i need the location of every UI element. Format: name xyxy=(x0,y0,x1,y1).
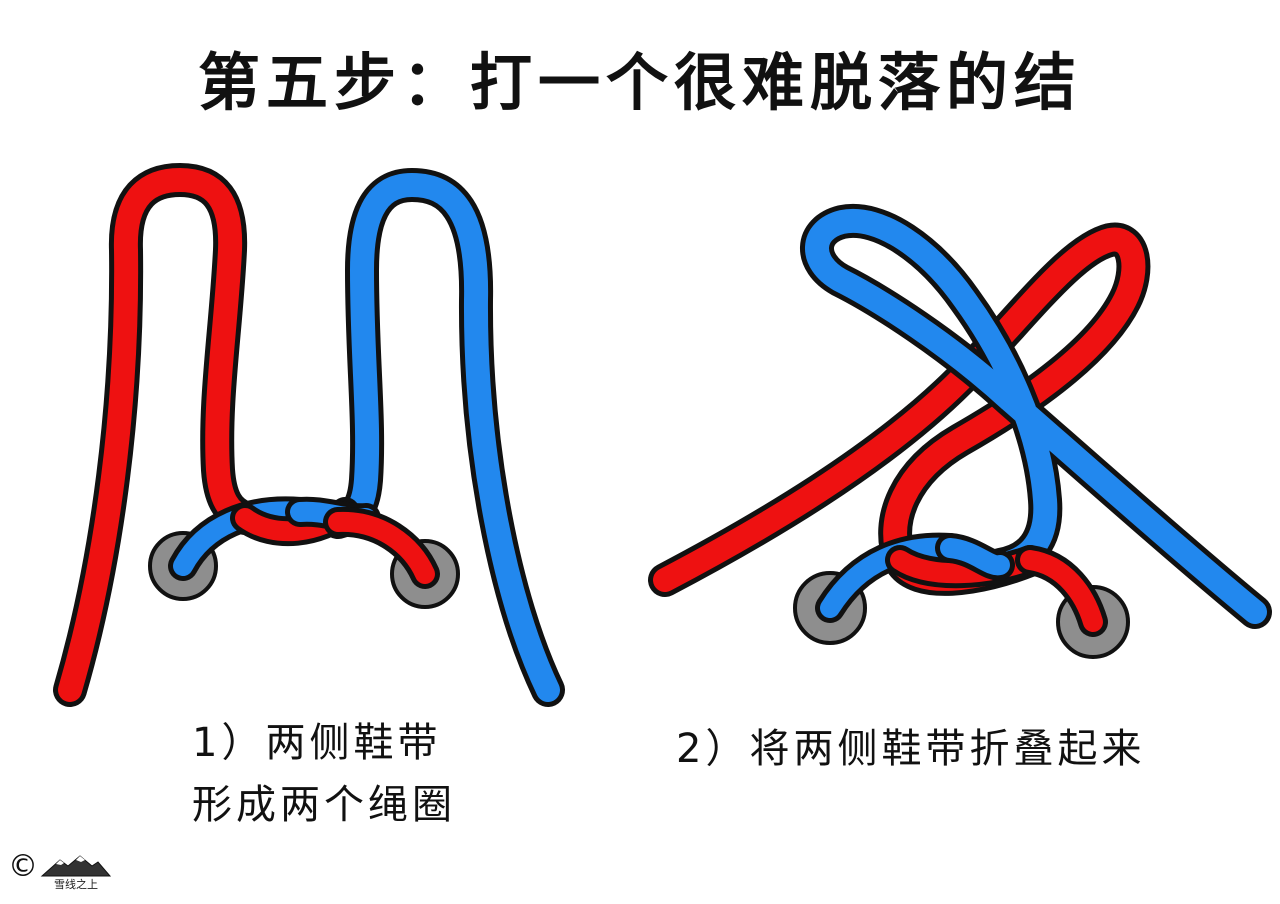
mountain-logo-icon xyxy=(40,855,112,877)
lace-twist-step1 xyxy=(168,496,440,589)
step-1-caption-line-2: 形成两个绳圈 xyxy=(192,782,456,828)
red-lace-loop-step1 xyxy=(53,163,262,707)
step-2-caption-line-1: 2）将两侧鞋带折叠起来 xyxy=(676,726,1146,772)
page-title: 第五步：打一个很难脱落的结 xyxy=(197,46,1082,119)
blue-lace-loop-step1 xyxy=(321,168,565,707)
copyright-symbol: © xyxy=(8,849,38,884)
step-2-caption: 2）将两侧鞋带折叠起来 xyxy=(676,718,1145,780)
red-lace-step2 xyxy=(648,222,1151,597)
logo-text: 雪线之上 xyxy=(54,878,98,891)
blue-lace-step2 xyxy=(800,203,1272,629)
step-1-illustration xyxy=(53,163,565,707)
step-2-illustration xyxy=(648,203,1272,659)
lace-twist-step2 xyxy=(815,532,1108,637)
step-1-caption-line-1: 1）两侧鞋带 xyxy=(192,720,442,766)
step-1-caption: 1）两侧鞋带 形成两个绳圈 xyxy=(192,712,456,836)
